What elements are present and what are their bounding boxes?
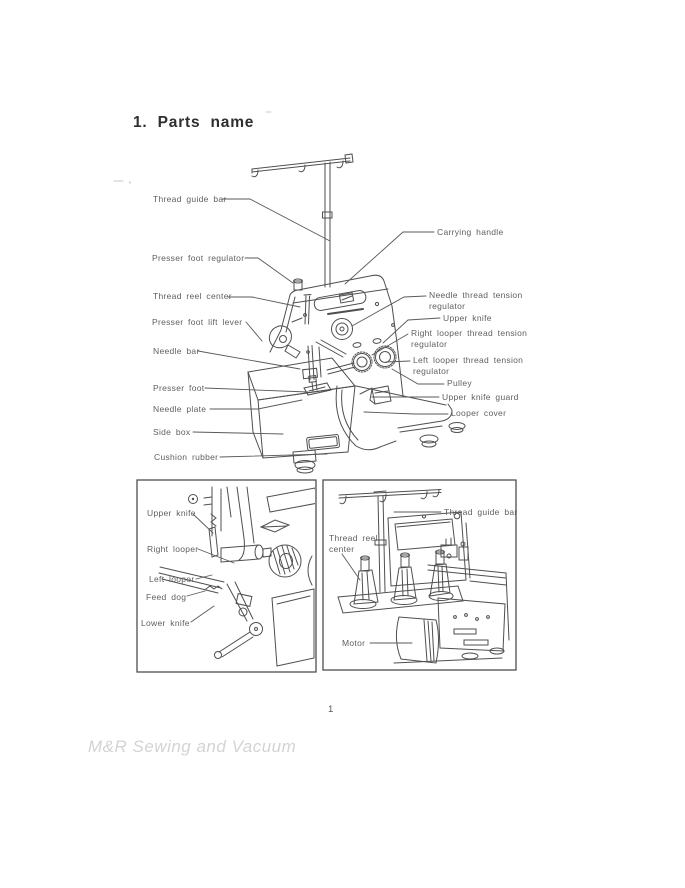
detail-box-left-border [136,479,317,673]
label-side-box: Side box [153,427,191,437]
label-needle-plate: Needle plate [153,404,207,414]
machine-left-parts-art [268,278,312,359]
label-detail-right-looper: Right looper [147,544,199,554]
label-detail-lower-knife: Lower knife [141,618,190,628]
label-needle-bar: Needle bar [153,346,200,356]
label-upper-knife: Upper knife [443,313,492,323]
label-detail-thread-guide-bar: Thread guide bar [444,507,518,517]
label-left-looper-thread-tension-regulator: Left looper thread tension regulator [413,355,524,376]
watermark: M&R Sewing and Vacuum [88,737,297,756]
page-number: 1 [328,704,334,715]
machine-head-art [269,274,404,397]
label-detail-motor: Motor [342,638,366,648]
detail-box-left-art [158,486,315,667]
label-detail-thread-reel-center: Thread reel center [329,533,378,554]
detail-box-right-border [322,479,517,671]
label-carrying-handle: Carrying handle [437,227,504,237]
label-detail-upper-knife: Upper knife [147,508,196,518]
label-detail-left-looper: Left looper [149,574,195,584]
label-presser-foot-lift-lever: Presser foot lift lever [152,317,243,327]
page-title: 1. Parts name [133,114,255,131]
leader-lines-main [192,198,449,458]
label-needle-thread-tension-regulator: Needle thread tension regulator [429,290,523,311]
label-thread-reel-center: Thread reel center [153,291,232,301]
thread-guide-bar-art [251,153,354,288]
label-presser-foot: Presser foot [153,383,205,393]
label-presser-foot-regulator: Presser foot regulator [152,253,245,263]
bed-base-art [247,357,466,474]
label-detail-feed-dog: Feed dog [146,592,187,602]
label-cushion-rubber: Cushion rubber [154,452,219,462]
detail-box-right-art [337,489,510,664]
label-right-looper-thread-tension-regulator: Right looper thread tension regulator [411,328,528,349]
label-thread-guide-bar: Thread guide bar [153,194,227,204]
scan-artifacts [113,111,272,184]
label-looper-cover: Looper cover [451,408,507,418]
label-pulley: Pulley [447,378,472,388]
label-upper-knife-guard: Upper knife guard [442,392,519,402]
